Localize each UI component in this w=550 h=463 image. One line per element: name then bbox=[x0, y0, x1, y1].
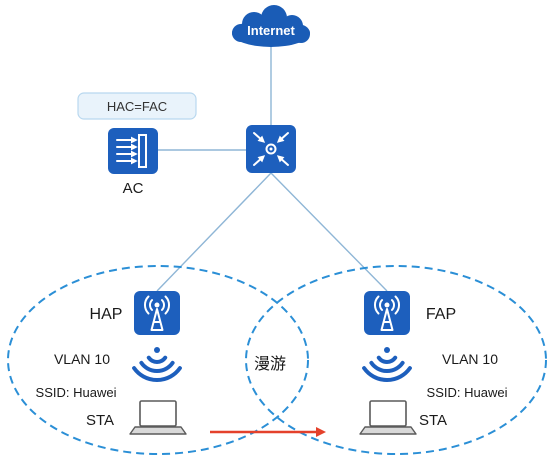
fap-coverage-cell bbox=[245, 265, 547, 455]
access-controller-icon bbox=[108, 128, 158, 174]
fap-label: FAP bbox=[426, 306, 456, 323]
right-vlan-label: VLAN 10 bbox=[442, 351, 498, 367]
access-point-icon bbox=[364, 291, 410, 335]
hap-coverage-cell bbox=[7, 265, 309, 455]
left-sta-label: STA bbox=[86, 412, 114, 429]
internet-label: Internet bbox=[247, 23, 295, 38]
wifi-signal-icon bbox=[362, 347, 412, 382]
left-vlan-label: VLAN 10 bbox=[54, 351, 110, 367]
ac-label: AC bbox=[123, 180, 144, 197]
config-box bbox=[77, 92, 197, 120]
wifi-signal-icon bbox=[132, 347, 182, 382]
right-sta-label: STA bbox=[419, 412, 447, 429]
left-ssid-label: SSID: Huawei bbox=[36, 385, 117, 400]
core-switch-icon bbox=[246, 125, 296, 173]
right-ssid-label: SSID: Huawei bbox=[427, 385, 508, 400]
roaming-label: 漫游 bbox=[254, 354, 286, 373]
cloud-icon bbox=[232, 5, 310, 47]
hap-label: HAP bbox=[90, 306, 123, 323]
laptop-icon bbox=[129, 400, 187, 435]
link-switch-hap bbox=[156, 172, 272, 292]
access-point-icon bbox=[134, 291, 180, 335]
laptop-icon bbox=[359, 400, 417, 435]
config-box-label: HAC=FAC bbox=[107, 99, 167, 114]
link-switch-fap bbox=[270, 172, 388, 292]
